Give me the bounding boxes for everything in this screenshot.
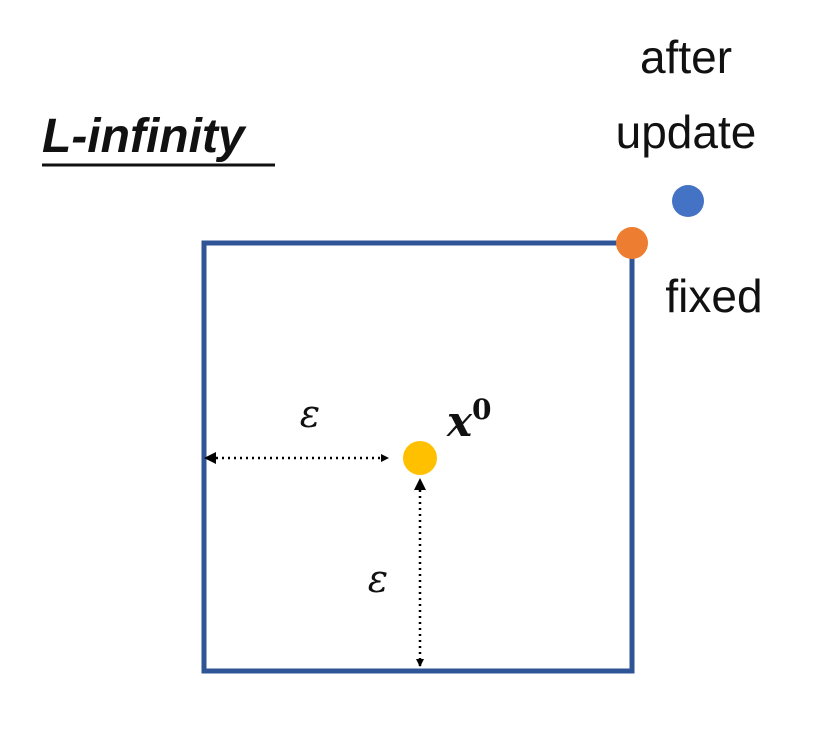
- center-point-label: x0: [446, 393, 492, 446]
- fixed-point: [616, 227, 648, 259]
- diagram-title: L-infinity: [42, 110, 247, 163]
- epsilon-vertical-arrow-start-head: [414, 478, 426, 490]
- l-infinity-box: [201, 240, 635, 674]
- center-point-symbol: x: [446, 397, 473, 446]
- center-point-superscript: 0: [472, 393, 491, 426]
- after-update-label-line2: update: [616, 106, 757, 158]
- epsilon-horizontal-arrow-start-head: [204, 452, 216, 464]
- center-point: [403, 441, 437, 475]
- after-update-point: [672, 185, 704, 217]
- after-update-label-line1: after: [640, 31, 732, 83]
- fixed-label: fixed: [665, 270, 762, 322]
- epsilon-vertical-label: ε: [368, 557, 388, 601]
- epsilon-horizontal-label: ε: [300, 392, 320, 436]
